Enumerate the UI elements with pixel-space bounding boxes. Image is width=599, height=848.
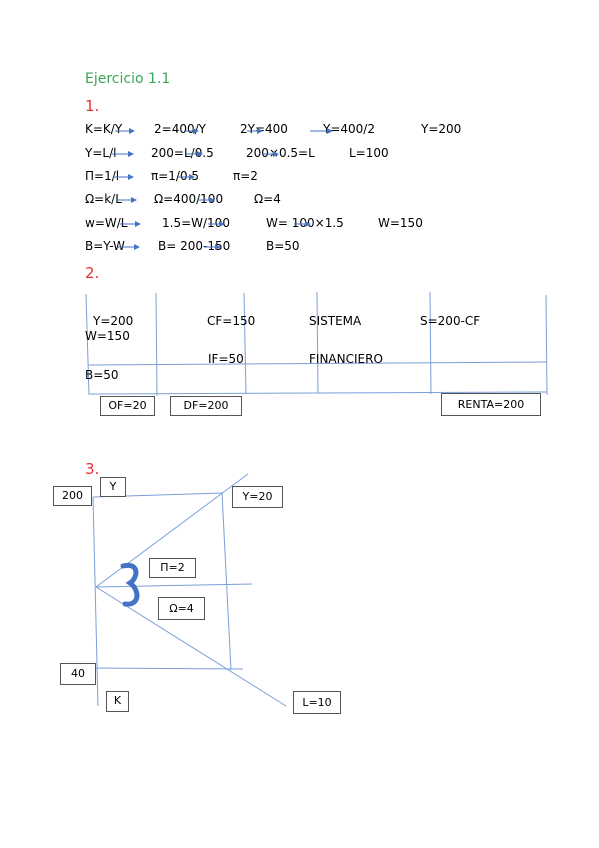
cell-if: IF=50 xyxy=(208,352,244,366)
box-y: Y xyxy=(100,477,126,497)
equation: Ω=4 xyxy=(254,192,281,206)
box-k: K xyxy=(106,691,129,712)
equation: Y=200 xyxy=(421,122,462,136)
equation: w=W/L xyxy=(85,216,128,230)
equation: B=50 xyxy=(266,239,300,253)
equation: 2=400/Y xyxy=(154,122,206,136)
cell-financiero: FINANCIERO xyxy=(309,352,383,366)
equation: W= 100×1.5 xyxy=(266,216,344,230)
equation: Y=L/l xyxy=(85,146,117,160)
cell-w: W=150 xyxy=(85,329,130,343)
equation: W=150 xyxy=(378,216,423,230)
curly-brace-icon xyxy=(120,562,140,607)
cell-y: Y=200 xyxy=(93,314,134,328)
box-y20: Y=20 xyxy=(232,486,283,508)
equation: Y=400/2 xyxy=(323,122,375,136)
equation: 2Y=400 xyxy=(240,122,288,136)
section-3-number: 3. xyxy=(85,460,100,478)
equation: K=K/Y xyxy=(85,122,123,136)
equation: Ω=400/100 xyxy=(154,192,224,206)
box-pi: Π=2 xyxy=(149,558,196,578)
equation: 1.5=W/100 xyxy=(162,216,230,230)
section-2-number: 2. xyxy=(85,264,100,282)
box-200: 200 xyxy=(53,486,92,506)
equation: B= 200-150 xyxy=(158,239,231,253)
equation: B=Y-W xyxy=(85,239,125,253)
box-df: DF=200 xyxy=(170,396,242,416)
cell-cf: CF=150 xyxy=(207,314,256,328)
box-40: 40 xyxy=(60,663,96,685)
equation: π=2 xyxy=(233,169,258,183)
box-l10: L=10 xyxy=(293,691,341,714)
equation: π=1/0.5 xyxy=(151,169,200,183)
cell-b: B=50 xyxy=(85,368,119,382)
section-1-number: 1. xyxy=(85,97,100,115)
equation: Π=1/l xyxy=(85,169,120,183)
equation: L=100 xyxy=(349,146,389,160)
box-of: OF=20 xyxy=(100,396,155,416)
equation: Ω=k/L xyxy=(85,192,122,206)
box-omega: Ω=4 xyxy=(158,597,205,620)
cell-sistema: SISTEMA xyxy=(309,314,362,328)
box-renta: RENTA=200 xyxy=(441,393,541,416)
exercise-title: Ejercicio 1.1 xyxy=(85,71,171,87)
cell-s: S=200-CF xyxy=(420,314,481,328)
equation: 200×0.5=L xyxy=(246,146,315,160)
